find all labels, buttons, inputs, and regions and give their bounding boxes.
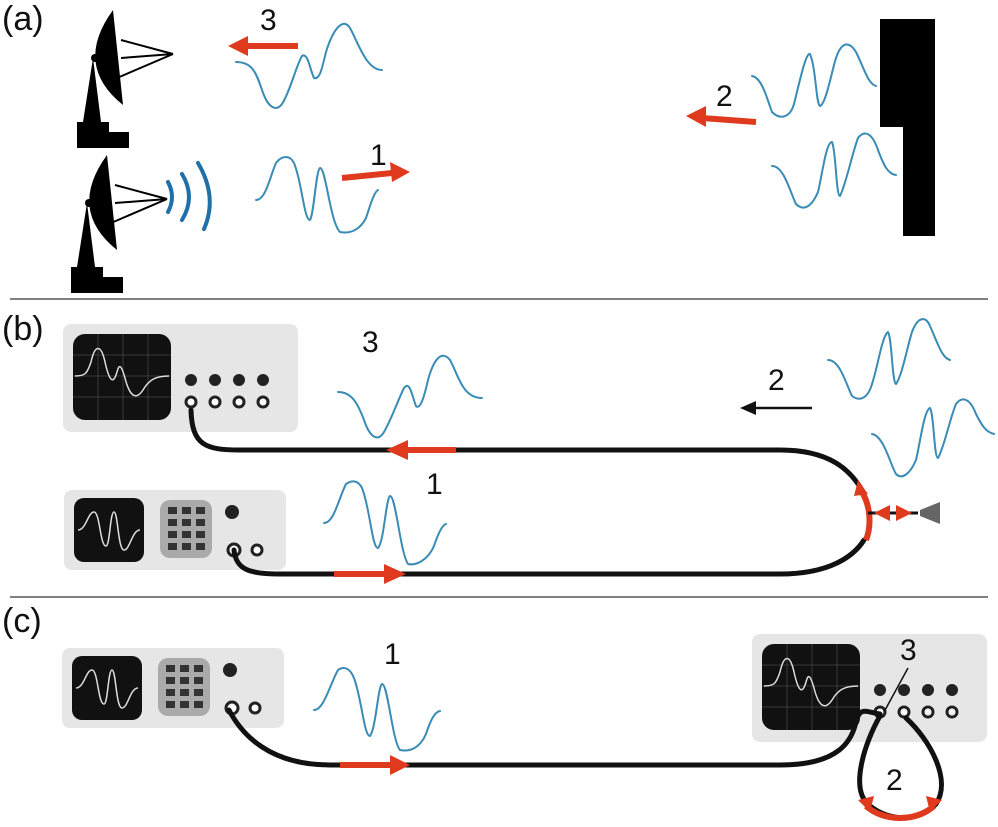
label-3-b: 3 — [362, 326, 379, 359]
arrow-1-right — [341, 162, 410, 182]
label-2-a: 2 — [716, 80, 733, 113]
wave-emitted-b — [323, 480, 447, 566]
label-2-b: 2 — [768, 364, 785, 397]
receiver-antenna-icon — [76, 9, 174, 149]
wave-reflected-a1 — [751, 43, 877, 118]
antenna-probe-icon — [920, 502, 940, 524]
cable-return-b — [188, 407, 865, 493]
label-3-c: 3 — [900, 634, 917, 667]
oscilloscope-b — [61, 322, 300, 434]
arrow-3-left — [228, 36, 298, 56]
panel-c: 1 3 2 — [60, 632, 989, 821]
label-3-a: 3 — [260, 4, 277, 37]
oscilloscope-c — [750, 632, 989, 744]
cable-out-c — [226, 707, 883, 768]
panel-label-a: (a) — [2, 0, 44, 38]
loop-arrows-c — [858, 796, 942, 821]
label-1-b: 1 — [426, 468, 443, 501]
wave-reflected-a2 — [771, 132, 897, 209]
arrow-1-right-b — [334, 564, 406, 584]
label-1-c: 1 — [384, 638, 401, 671]
signal-generator-b — [62, 488, 288, 572]
panel-a: 3 1 2 — [70, 4, 935, 294]
pointer-line-3 — [883, 667, 909, 713]
arrow-2-left-b — [740, 401, 812, 415]
label-1-a: 1 — [370, 139, 387, 172]
wave-emitted-c — [313, 667, 441, 752]
junction-arrow-b — [854, 480, 868, 496]
panel-b: 3 1 2 — [61, 318, 995, 584]
panel-label-b: (b) — [2, 310, 44, 348]
cable-out-b — [231, 537, 867, 577]
wave-emitted-a — [255, 156, 379, 234]
wave-received-a — [235, 22, 383, 109]
wave-reflected-b2 — [871, 398, 995, 478]
transmitter-antenna-icon — [70, 154, 168, 294]
arrow-3-left-b — [386, 440, 456, 460]
wave-reflected-b1 — [827, 318, 951, 400]
obstacle-icon — [880, 19, 935, 236]
junction-arc-b — [859, 490, 873, 542]
signal-generator-c — [60, 646, 286, 730]
panel-label-c: (c) — [2, 602, 42, 640]
wave-received-b — [337, 354, 483, 439]
bidirectional-arrow-b — [874, 505, 912, 521]
radio-waves-icon — [166, 161, 212, 231]
arrow-1-right-c — [340, 755, 410, 775]
label-2-c: 2 — [886, 764, 903, 797]
arrow-2-left-a — [686, 106, 757, 127]
